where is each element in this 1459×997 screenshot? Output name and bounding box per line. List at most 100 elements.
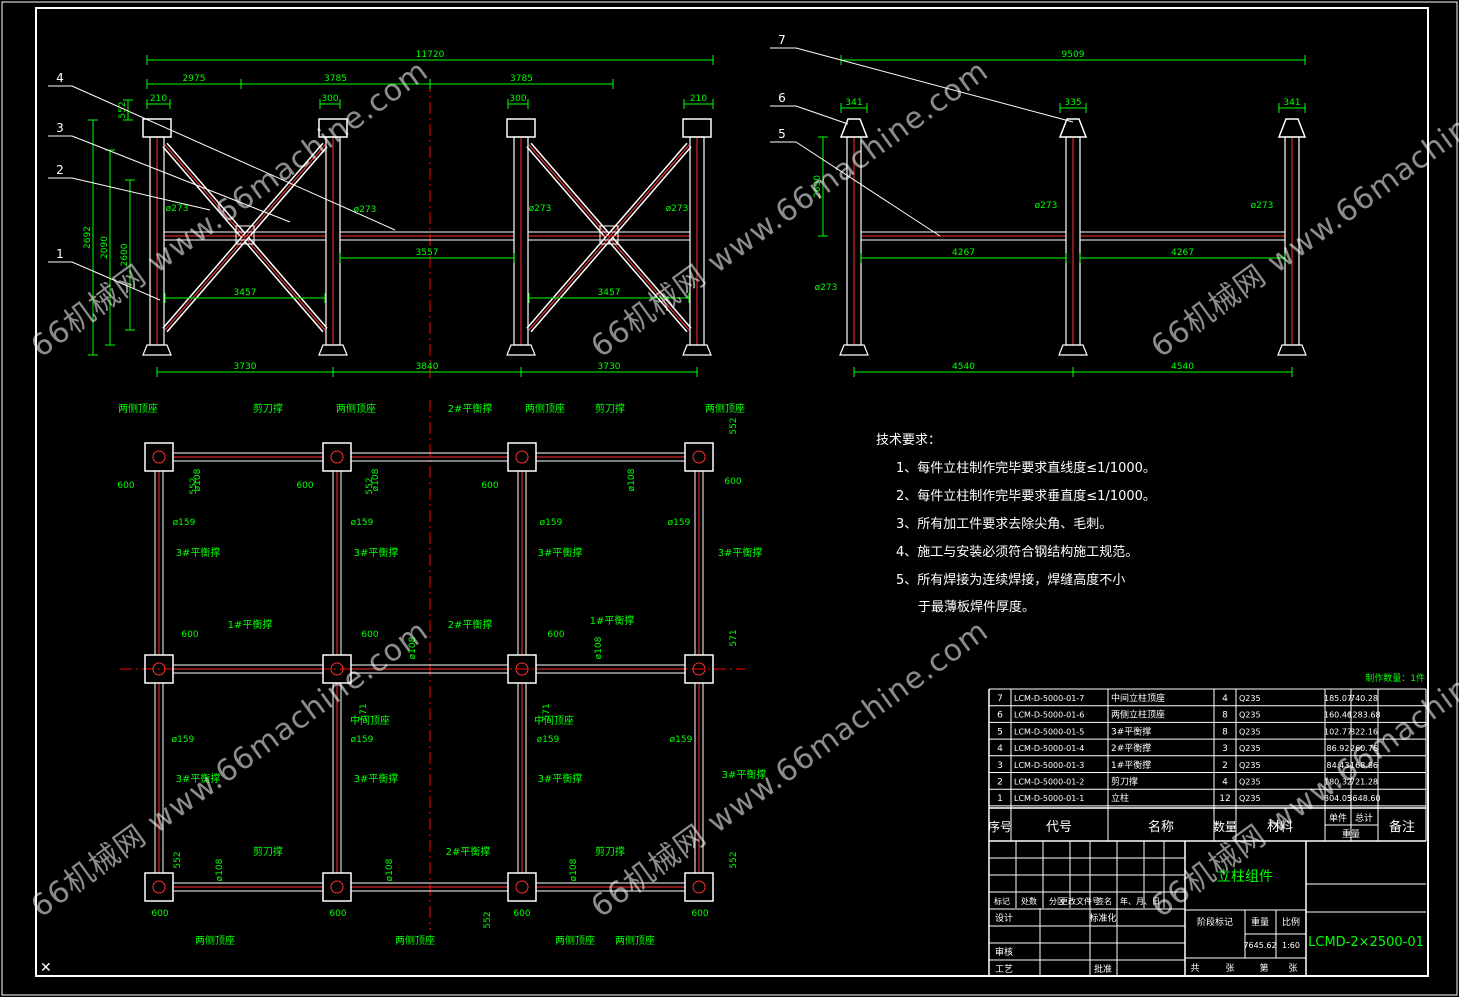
title-label: 工艺: [995, 964, 1013, 975]
bom-cell: 4: [1222, 694, 1228, 704]
dimension-label: 4267: [952, 248, 975, 258]
member-label: 2#平衡撑: [448, 618, 493, 631]
diameter-label: ø273: [1251, 201, 1274, 211]
bom-cell: 740.28: [1350, 694, 1378, 703]
title-label: 更改文件号: [1060, 896, 1100, 906]
diameter-label: ø273: [666, 204, 689, 214]
dimension-label: 600: [181, 630, 198, 640]
title-label: 审核: [995, 946, 1013, 958]
bom-cell: 185.07: [1324, 694, 1352, 703]
bom-cell: Q235: [1239, 694, 1261, 703]
bom-cell: 7: [997, 694, 1003, 704]
column-seat-plan: [144, 654, 174, 684]
dimension-label: 210: [150, 94, 167, 104]
dimension-label: 600: [513, 909, 530, 919]
column-seat-plan: [144, 442, 174, 472]
dimension-label: 552: [189, 477, 199, 494]
dimension-label: 3785: [510, 74, 533, 84]
callout-number: 2: [56, 163, 64, 177]
dimension-label: 600: [296, 481, 313, 491]
bom-cell: LCM-D-5000-01-5: [1014, 727, 1084, 736]
column-seat-plan: [322, 872, 352, 902]
dimension-overall: 9509: [1062, 50, 1085, 60]
title-label: 分区: [1049, 897, 1065, 906]
bom-cell: 260.76: [1350, 744, 1378, 753]
dimension-label: 3457: [598, 288, 621, 298]
column-section: [692, 450, 706, 464]
tech-item: 2、每件立柱制作完毕要求垂直度≤1/1000。: [896, 488, 1156, 504]
column-top-seat: [1277, 118, 1307, 138]
bom-cell: LCM-D-5000-01-7: [1014, 694, 1084, 703]
bom-cell: 3: [997, 761, 1003, 771]
title-label: 年、月、日: [1120, 896, 1160, 906]
diameter-label: ø159: [537, 735, 560, 745]
diameter-label: ø273: [815, 283, 838, 293]
diameter-label: ø159: [351, 735, 374, 745]
dimension-label: 552: [173, 851, 183, 868]
bom-cell: 2#平衡撑: [1111, 742, 1151, 754]
bom-cell: 2: [997, 778, 1003, 788]
title-label: 第: [1259, 962, 1268, 974]
tech-item: 1、每件立柱制作完毕要求直线度≤1/1000。: [896, 460, 1156, 476]
diameter-label: ø159: [173, 518, 196, 528]
bom-cell: 822.16: [1350, 727, 1378, 736]
column-seat-plan: [322, 442, 352, 472]
column-top-seat: [506, 118, 536, 138]
diameter-label: ø273: [1035, 201, 1058, 211]
title-label: 处数: [1021, 896, 1037, 906]
column-section: [152, 880, 166, 894]
title-scale: 1:60: [1282, 941, 1300, 950]
dimension-label: 600: [547, 630, 564, 640]
bom-cell: 3648.60: [1347, 794, 1380, 803]
bom-cell: 3: [1222, 744, 1228, 754]
column-top-seat: [142, 118, 172, 138]
dimension-label: 552: [365, 477, 375, 494]
column-top-seat: [839, 118, 869, 138]
dimension-overall: 11720: [416, 50, 445, 60]
column-seat-plan: [684, 872, 714, 902]
bom-cell: 8: [1222, 711, 1228, 721]
member-label: 中间顶座: [350, 714, 390, 727]
dimension-label: 2975: [183, 74, 206, 84]
member-label: 1#平衡撑: [228, 618, 273, 631]
bom-cell: Q235: [1239, 727, 1261, 736]
dimension-label: 600: [724, 477, 741, 487]
brace-node: [235, 225, 255, 245]
bom-cell: 86.92: [1327, 744, 1350, 753]
bom-cell: 1: [997, 794, 1003, 804]
column-section: [330, 880, 344, 894]
part-name: 立柱组件: [1217, 869, 1273, 885]
dimension-label: 552: [729, 851, 739, 868]
dimension-label: 210: [690, 94, 707, 104]
diagonal-brace-core: [164, 144, 326, 331]
column-section: [692, 662, 706, 676]
dimension-label: 3730: [598, 362, 621, 372]
dimension-label: 552: [729, 417, 739, 434]
bom-cell: 12: [1219, 794, 1230, 804]
dimension-label: 600: [361, 630, 378, 640]
column-section: [515, 880, 529, 894]
member-label: 剪刀撑: [595, 845, 625, 858]
column-base: [839, 344, 869, 356]
bom-cell: 4: [1222, 778, 1228, 788]
bom-header: 备注: [1389, 819, 1415, 835]
dimension-label: 3557: [416, 248, 439, 258]
member-label: 两侧顶座: [615, 934, 655, 947]
diagonal-brace-core: [528, 144, 690, 331]
member-label: 剪刀撑: [253, 402, 283, 415]
diameter-label: ø159: [540, 518, 563, 528]
bom-cell: 中间立柱顶座: [1111, 692, 1165, 704]
column-section: [515, 450, 529, 464]
title-label: 签名: [1096, 896, 1112, 906]
member-label: 剪刀撑: [595, 402, 625, 415]
tech-heading: 技术要求：: [876, 433, 941, 448]
dimension-label: 571: [729, 629, 739, 646]
dimension-label: 3785: [324, 74, 347, 84]
bom-cell: Q235: [1239, 761, 1261, 770]
title-label: 比例: [1282, 916, 1300, 928]
member-label: 两侧顶座: [336, 402, 376, 415]
dimension-label: 4540: [952, 362, 975, 372]
dimension-label: 552: [118, 101, 128, 118]
diameter-label: ø159: [351, 518, 374, 528]
